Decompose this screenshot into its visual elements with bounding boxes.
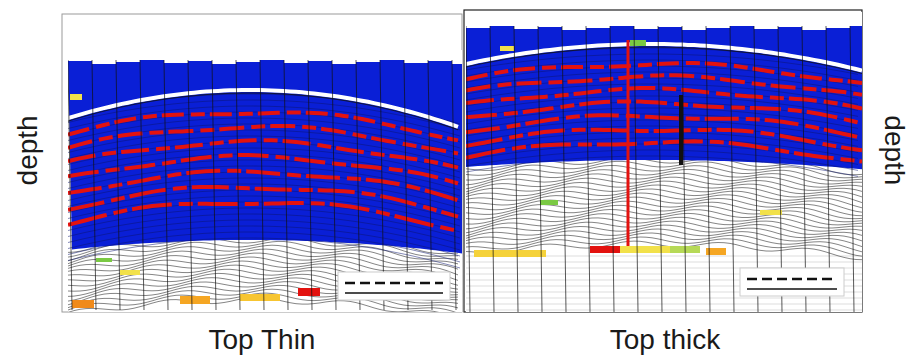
grid-line (706, 26, 710, 312)
grid-line (466, 262, 862, 263)
grid-cell (540, 200, 558, 205)
blue-zone (68, 60, 462, 253)
grid-cell (298, 288, 320, 296)
scale-box (740, 268, 844, 296)
scale-box (338, 272, 450, 300)
grid-line (140, 60, 144, 310)
strata-line (466, 221, 862, 236)
strata-line (466, 185, 862, 203)
layer-line (68, 226, 460, 256)
strata-line (466, 181, 862, 197)
layer-line (466, 132, 858, 152)
grid-line (850, 26, 854, 312)
layer-line (466, 156, 858, 176)
strata-line (466, 189, 862, 208)
red-streak (68, 171, 458, 201)
layer-line (466, 78, 858, 98)
axis-label: depth (879, 113, 910, 187)
layer-line (68, 202, 460, 232)
grid-cell (630, 40, 646, 46)
grid-cell (500, 46, 514, 51)
axis-label: depth (13, 113, 44, 187)
grid-line (284, 60, 288, 310)
scale-line (747, 288, 837, 290)
panel-caption: Top Thin (207, 325, 318, 356)
grid-cell (620, 246, 670, 253)
grid-line (212, 60, 216, 310)
grid-cell (72, 300, 94, 308)
grid-line (92, 60, 96, 310)
grid-line (466, 304, 862, 305)
grid-line (466, 298, 862, 299)
grid-line (730, 26, 734, 312)
grid-line (538, 26, 542, 312)
well-marker (627, 40, 630, 246)
scale-box (740, 268, 844, 296)
scale-line (747, 278, 837, 281)
grid-line (586, 26, 590, 312)
grid-line (452, 60, 456, 310)
strata-line (466, 166, 862, 181)
ground (68, 50, 462, 312)
red-streak (68, 155, 458, 184)
grid-line (514, 26, 518, 312)
layer-line (68, 232, 460, 262)
layer-line (68, 160, 460, 190)
scale-box (338, 272, 450, 300)
top-surface (68, 90, 458, 127)
grid-line (658, 26, 662, 312)
strata-line (466, 229, 862, 247)
layer-line (68, 220, 460, 250)
grid-line (490, 26, 494, 312)
panel-caption: Top thick (608, 325, 723, 356)
grid-line (332, 60, 336, 310)
scale-line (345, 292, 443, 294)
strata-line (466, 241, 862, 260)
grid-line (260, 60, 264, 310)
grid-line (466, 26, 470, 312)
grid-line (188, 60, 192, 310)
red-streak (466, 101, 862, 123)
grid-line (68, 60, 72, 310)
strata-line (466, 237, 862, 256)
grid-line (164, 60, 168, 310)
grid-cell (70, 94, 82, 100)
strata-line (466, 210, 862, 225)
grid-cell (96, 258, 112, 262)
strata-line (466, 169, 862, 185)
grid-line (308, 60, 312, 310)
top-surface (68, 93, 458, 130)
grid-line (466, 310, 862, 311)
ground (466, 12, 862, 312)
grid-cell (590, 246, 620, 253)
grid-line (634, 26, 638, 312)
grid-cell (240, 294, 280, 301)
grid-line (562, 26, 566, 312)
strata-line (466, 213, 862, 229)
layer-line (68, 238, 460, 268)
grid-line (116, 60, 120, 310)
grid-cell (760, 210, 782, 215)
red-streak (68, 126, 458, 154)
thick-top-grid (466, 12, 862, 312)
red-streak (466, 115, 862, 138)
thin-top-grid (68, 50, 462, 312)
scale-line (345, 282, 443, 285)
grid-cell (120, 270, 140, 275)
grid-line (236, 60, 240, 310)
grid-line (682, 26, 686, 312)
red-streak (466, 141, 862, 161)
strata-line (466, 193, 862, 212)
layer-line (68, 208, 460, 238)
well-marker (679, 95, 683, 165)
grid-cell (180, 296, 210, 304)
strata-line (466, 225, 862, 241)
grid-line (610, 26, 614, 312)
grid-cell (474, 250, 546, 257)
strata-line (466, 177, 862, 192)
